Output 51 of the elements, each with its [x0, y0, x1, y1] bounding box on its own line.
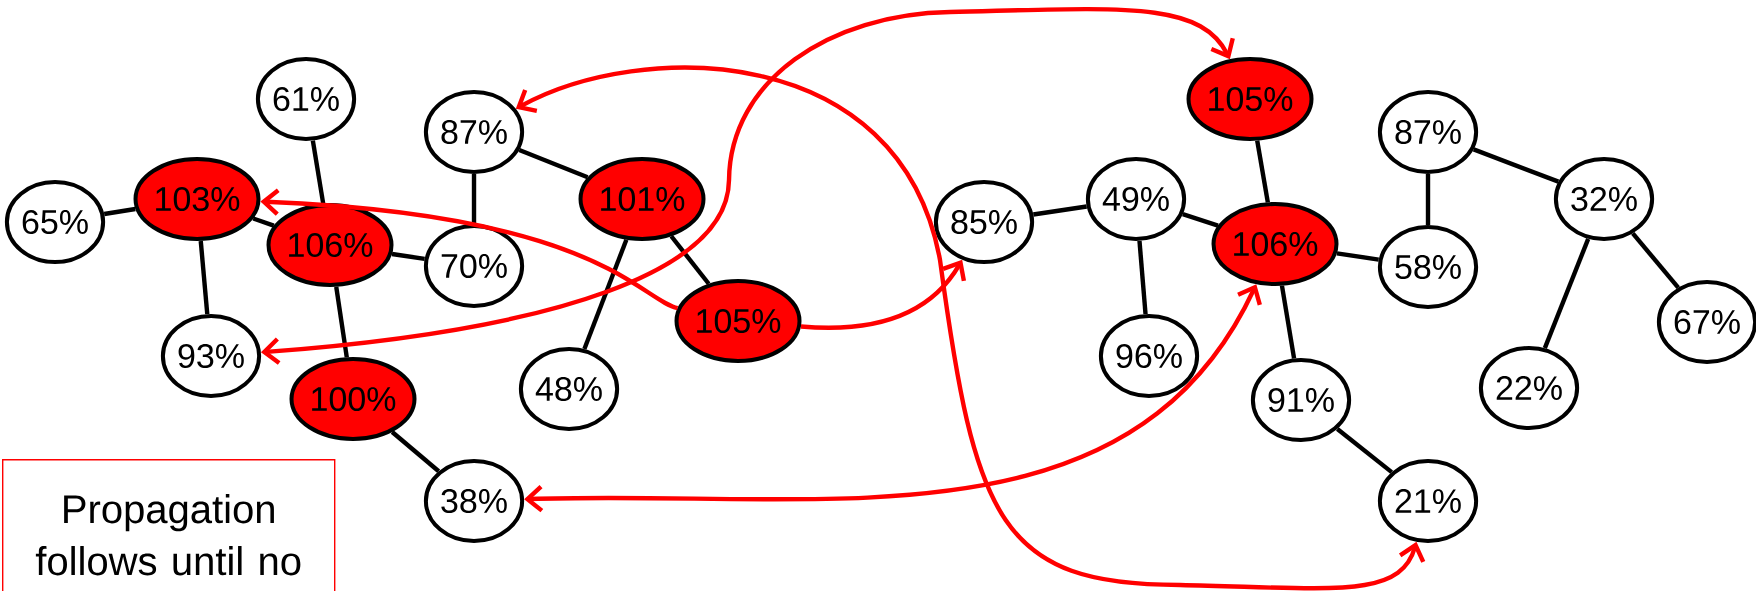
connector-line [471, 174, 477, 224]
connector-line [103, 206, 136, 217]
circle-node: 87% [423, 90, 525, 174]
circle-node: 61% [255, 57, 357, 141]
circle-node: 70% [423, 224, 525, 308]
connector-line [1542, 238, 1591, 349]
connector-line [252, 216, 275, 228]
connector-line [582, 238, 629, 350]
circle-node: 22% [1478, 346, 1580, 430]
circle-node: 48% [518, 347, 620, 431]
connector-line [1425, 174, 1431, 225]
connector-line [1279, 285, 1297, 359]
connector-line [310, 140, 326, 204]
circle-node: 100% [289, 357, 417, 441]
connector-line [1137, 240, 1148, 315]
connector-line [1631, 231, 1680, 290]
circle-node: 106% [266, 203, 394, 287]
connector-line [1472, 147, 1560, 184]
arrow [260, 6, 1235, 365]
arrow [515, 65, 1426, 591]
connector-line [669, 234, 711, 286]
connector-line [1255, 140, 1270, 203]
connector-line [390, 430, 441, 473]
circle-node: 106% [1211, 202, 1339, 286]
circle-node: 21% [1377, 459, 1479, 543]
circle-node: 91% [1250, 358, 1352, 442]
circle-node: 58% [1377, 225, 1479, 309]
circle-node: 49% [1085, 157, 1187, 241]
circle-node: 103% [133, 157, 261, 241]
connector-line [518, 148, 589, 180]
connector-line [1336, 427, 1394, 474]
circle-node: 93% [160, 314, 262, 398]
circle-node: 101% [578, 157, 706, 241]
arrow [524, 284, 1262, 513]
note-box: Propagation follows until no [2, 459, 336, 591]
circle-node: 65% [4, 180, 106, 264]
connector-line [391, 251, 425, 261]
circle-node: 87% [1377, 90, 1479, 174]
circle-node: 38% [423, 459, 525, 543]
connector-line [1182, 212, 1219, 228]
connector-line [1336, 251, 1379, 262]
circle-node: 96% [1098, 314, 1200, 398]
connector-line [198, 240, 210, 315]
circle-node: 105% [1186, 57, 1314, 141]
circle-node: 32% [1553, 157, 1655, 241]
circle-node: 105% [674, 279, 802, 363]
connector-line [1033, 204, 1088, 217]
circle-node: 85% [933, 180, 1035, 264]
arrow [260, 188, 679, 311]
connector-line [334, 286, 349, 358]
arrow [800, 259, 967, 330]
